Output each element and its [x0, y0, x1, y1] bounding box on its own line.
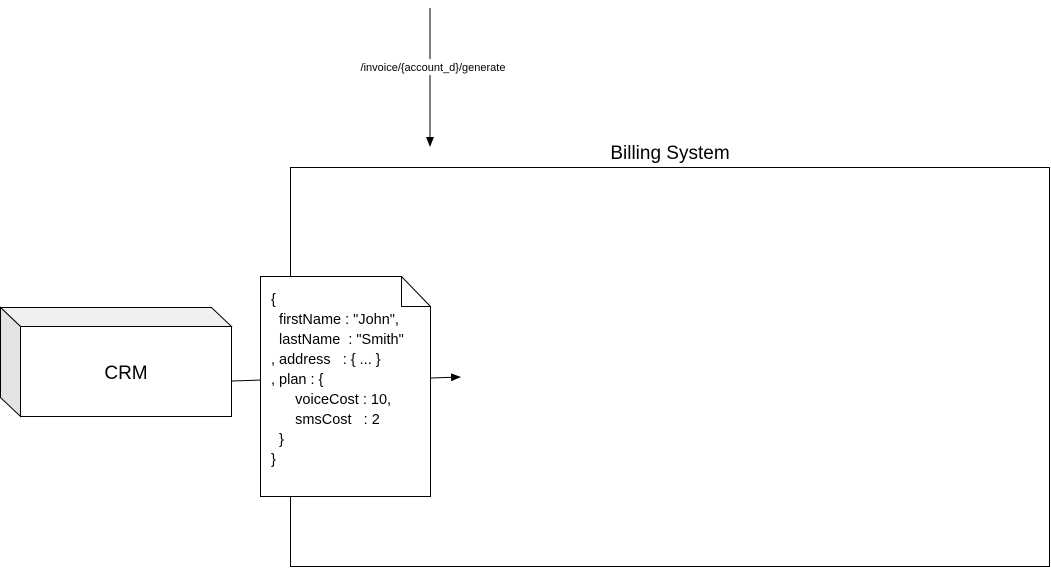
endpoint-label-bg [352, 59, 514, 75]
payload-document-body [260, 276, 431, 497]
payload-line: smsCost : 2 [271, 412, 380, 428]
payload-line: lastName : "Smith" [271, 332, 404, 348]
payload-line: voiceCost : 10, [271, 392, 391, 408]
crm-node-front-face [20, 326, 232, 417]
payload-document-fold [401, 276, 431, 307]
payload-line: } [271, 432, 284, 448]
payload-line: } [271, 452, 276, 468]
payload-line: firstName : "John", [271, 312, 399, 328]
crm-node[interactable]: CRM [0, 306, 233, 418]
crm-connector-line [231, 379, 262, 382]
payload-line: , plan : { [271, 372, 324, 388]
payload-document[interactable]: { firstName : "John", lastName : "Smith"… [260, 276, 431, 497]
payload-line: , address : { ... } [271, 352, 381, 368]
crm-node-top-face [0, 307, 233, 327]
crm-node-side-face [0, 306, 21, 418]
crm-label: CRM [104, 363, 147, 384]
billing-system-title: Billing System [610, 143, 729, 164]
payload-line: { [271, 292, 276, 308]
payload-arrow [430, 373, 461, 382]
endpoint-label: /invoice/{account_d}/generate [361, 62, 506, 74]
